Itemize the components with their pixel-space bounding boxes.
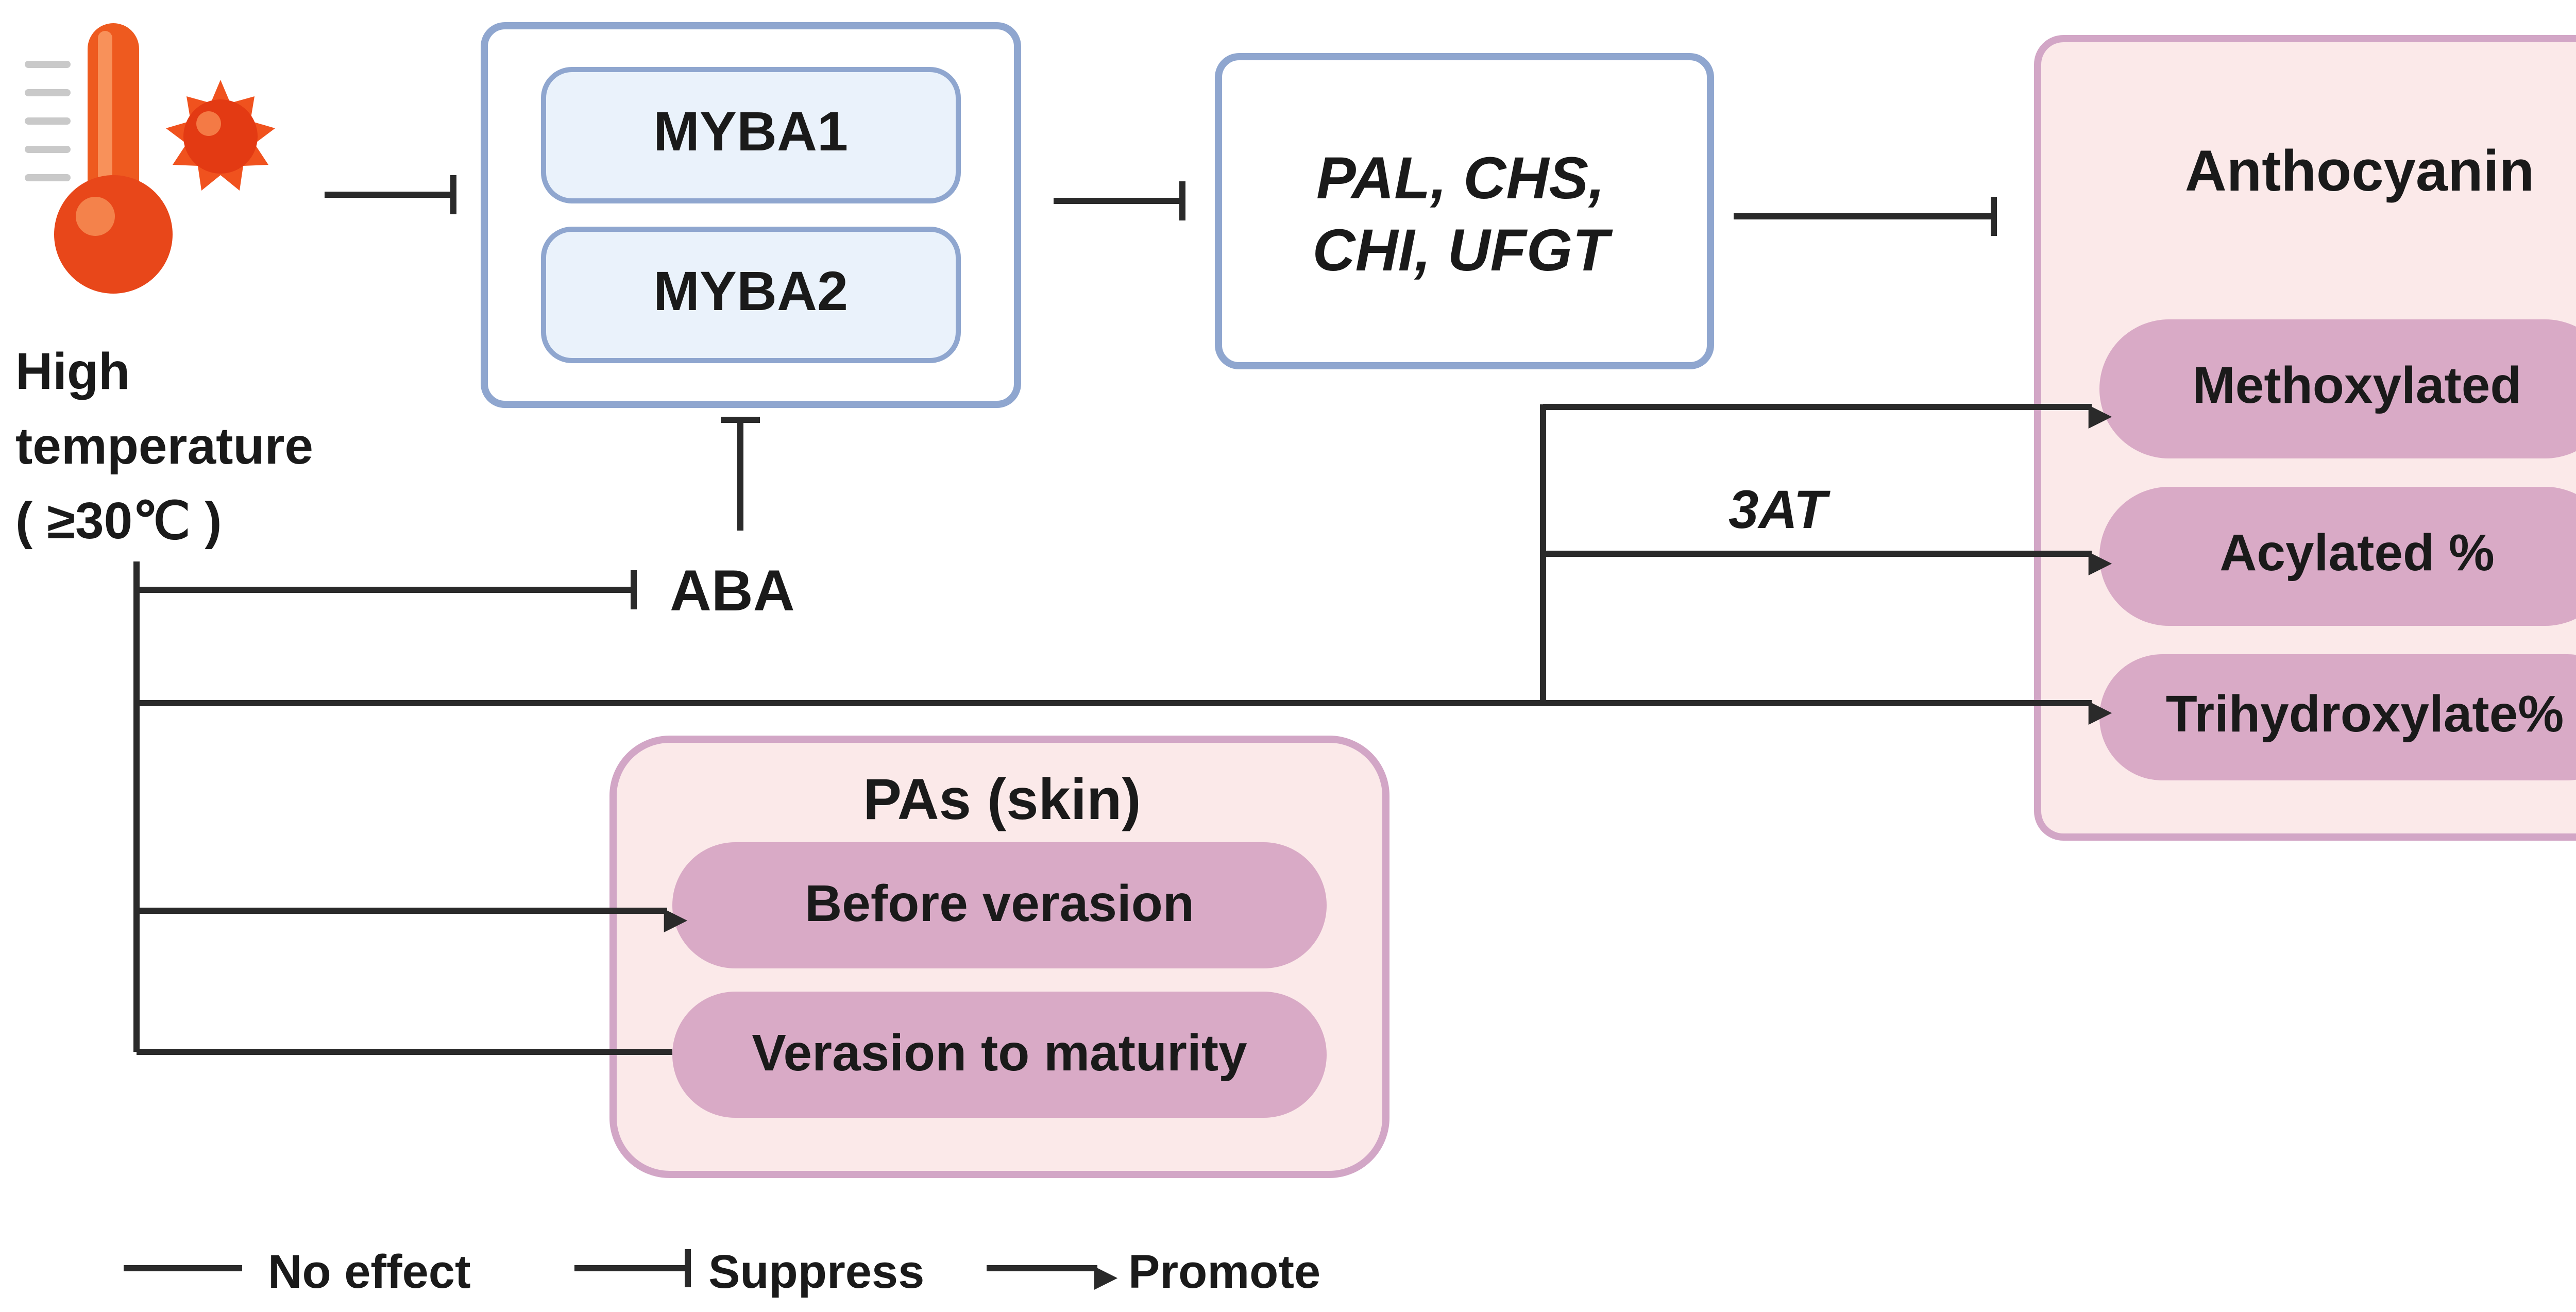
anthocyanin-title: Anthocyanin xyxy=(2185,139,2534,203)
pas-item-verasion-to-maturity xyxy=(672,992,1327,1118)
legend-promote-label: Promote xyxy=(1128,1246,1320,1298)
myba1-box xyxy=(541,67,961,203)
anthocyanin-item-methoxylated xyxy=(2099,319,2576,458)
genes-label-line2: CHI, UFGT xyxy=(1313,217,1614,283)
anthocyanin-item-acylated-label: Acylated % xyxy=(2219,524,2495,582)
pas-item-before-verasion xyxy=(672,842,1327,968)
myba2-box xyxy=(541,227,961,363)
sun-icon xyxy=(166,80,275,191)
thermometer-icon xyxy=(25,23,173,294)
legend: No effect Suppress Promote xyxy=(124,1246,1320,1298)
pas-item-before-verasion-label: Before verasion xyxy=(805,875,1194,932)
genes-label-line1: PAL, CHS, xyxy=(1316,145,1605,211)
anthocyanin-item-trihydroxylate xyxy=(2099,654,2576,780)
genes-box xyxy=(1215,53,1714,369)
anthocyanin-item-methoxylated-label: Methoxylated xyxy=(2192,356,2521,414)
myba1-label: MYBA1 xyxy=(653,100,848,162)
aba-label: ABA xyxy=(670,558,795,623)
myba2-label: MYBA2 xyxy=(653,260,848,322)
anthocyanin-item-trihydroxylate-label: Trihydroxylate% xyxy=(2166,685,2564,743)
legend-no-effect-label: No effect xyxy=(268,1246,471,1298)
pas-item-verasion-to-maturity-label: Verasion to maturity xyxy=(752,1024,1247,1082)
stimulus-label-line2: temperature xyxy=(15,417,313,475)
enzyme-3at-label: 3AT xyxy=(1728,480,1831,540)
pas-title: PAs (skin) xyxy=(863,767,1141,831)
legend-suppress-label: Suppress xyxy=(708,1246,924,1298)
anthocyanin-item-acylated xyxy=(2099,487,2576,626)
stimulus-label-line3: ( ≥30℃ ) xyxy=(15,492,222,550)
stimulus-label-line1: High xyxy=(15,343,130,400)
